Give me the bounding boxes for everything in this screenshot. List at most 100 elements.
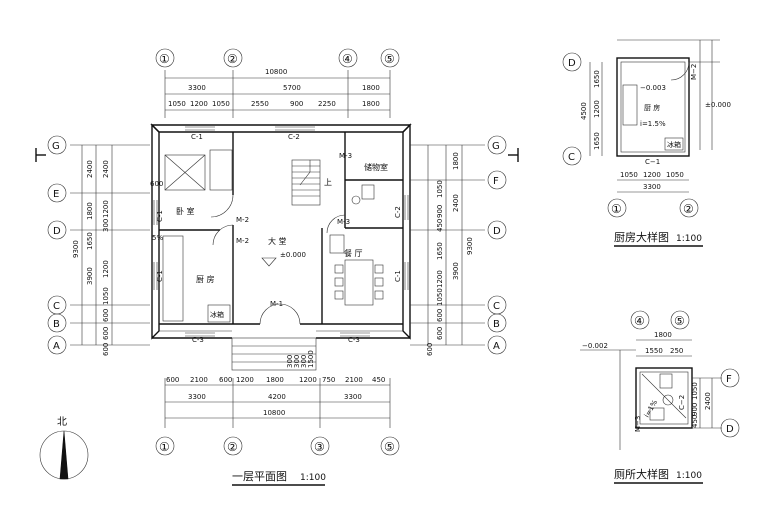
svg-text:2400: 2400 [102,160,110,178]
svg-text:1800: 1800 [266,376,284,384]
svg-text:1:100: 1:100 [676,471,702,481]
svg-text:1800: 1800 [654,331,672,339]
svg-text:C-1: C-1 [394,270,402,282]
svg-text:i=1%: i=1% [643,398,660,419]
bedroom-label: 卧 室 [176,206,195,216]
svg-text:A: A [53,341,60,352]
svg-text:10800: 10800 [263,409,285,417]
door-m1-left [259,303,281,325]
elevation-label: ±0.000 [280,251,306,259]
north-arrow: 北 [39,416,89,480]
svg-text:1200: 1200 [436,270,444,288]
svg-text:C-3: C-3 [192,336,204,344]
top-dimensions: 10800 3300 5700 1800 1050 1200 1050 2550… [164,68,391,118]
svg-text:300: 300 [300,355,308,368]
svg-text:4200: 4200 [268,393,286,401]
right-dimensions: 1800 2400 3900 1050 900 450 1650 1200 10… [410,144,485,356]
kitchen-detail-walls [616,57,690,157]
door-m3 [326,214,346,234]
hall-label: 大 堂 [268,236,287,246]
svg-text:450: 450 [691,415,699,428]
left-dimensions: 2400 1800 1650 3900 2400 1200 300 1200 1… [70,144,163,356]
svg-text:②: ② [227,440,238,454]
svg-text:4500: 4500 [580,102,588,120]
svg-text:④: ④ [342,52,353,66]
svg-text:900: 900 [436,205,444,218]
fridge-main [207,304,231,323]
svg-text:M−2: M−2 [690,64,698,80]
svg-text:E: E [53,189,59,200]
svg-text:−0.002: −0.002 [582,342,608,350]
svg-text:1050: 1050 [168,100,186,108]
svg-text:1050: 1050 [691,382,699,400]
toilet-detail-walls [635,367,693,429]
kitchen-detail-title: 厨房大样图 [614,230,669,244]
bottom-axis-bubbles: ① ② ③ ⑤ [155,436,400,456]
elevation-marker [261,257,277,267]
windows [153,126,409,337]
svg-text:冰箱: 冰箱 [667,140,681,149]
svg-text:5700: 5700 [283,84,301,92]
svg-text:1650: 1650 [593,132,601,150]
svg-text:1650: 1650 [86,232,94,250]
svg-text:M−3: M−3 [634,416,642,432]
toilet-fixture [361,184,375,200]
svg-text:−0.003: −0.003 [640,84,666,92]
svg-text:1800: 1800 [452,152,460,170]
svg-text:①: ① [159,52,170,66]
left-axis-bubbles: G E D C B A [35,135,67,355]
svg-text:1050: 1050 [102,287,110,305]
svg-text:2400: 2400 [452,194,460,212]
svg-text:1200: 1200 [593,100,601,118]
svg-text:M-1: M-1 [270,300,283,308]
dining-table [344,259,374,306]
wall-top [150,124,412,133]
svg-text:1200: 1200 [643,171,661,179]
kitchen-label: 厨 房 [196,274,215,284]
door-m2-kitchen [212,224,234,246]
wardrobe [209,149,233,191]
svg-text:M-3: M-3 [337,218,350,226]
svg-text:900: 900 [691,403,699,416]
svg-text:i=1.5%: i=1.5% [640,120,666,128]
bed [164,154,206,191]
svg-text:B: B [53,319,60,330]
wall-left [151,123,160,340]
svg-text:600: 600 [102,343,110,356]
svg-text:900: 900 [290,100,303,108]
svg-text:600: 600 [436,327,444,340]
svg-text:D: D [726,424,734,435]
storage-label: 储物室 [364,162,388,172]
svg-text:C-3: C-3 [348,336,360,344]
svg-text:C: C [493,301,500,312]
svg-text:750: 750 [322,376,335,384]
svg-text:600: 600 [436,309,444,322]
kitchen-detail: 冰箱 厨 房 i=1.5% −0.003 ±0.000 C−1 M−2 1650… [562,39,731,247]
kitchen-counter [162,235,184,322]
svg-text:600: 600 [426,343,434,356]
up-label: 上 [324,178,332,187]
svg-text:450: 450 [372,376,385,384]
main-plan-scale: 1:100 [300,473,326,483]
svg-text:1050: 1050 [666,171,684,179]
svg-text:G: G [492,141,500,152]
svg-text:3900: 3900 [86,267,94,285]
door-m2-bedroom [210,194,234,218]
toilet-detail-title: 厕所大样图 [614,467,669,481]
svg-text:10800: 10800 [265,68,287,76]
svg-text:1200: 1200 [102,200,110,218]
svg-text:C−1: C−1 [645,158,660,166]
svg-text:1800: 1800 [362,100,380,108]
svg-text:2400: 2400 [704,392,712,410]
floor-drain [351,195,361,205]
svg-text:1650: 1650 [593,70,601,88]
svg-text:9300: 9300 [72,240,80,258]
main-plan: 上 冰箱 [35,48,519,486]
svg-text:1200: 1200 [299,376,317,384]
svg-text:1050: 1050 [436,288,444,306]
svg-text:C: C [568,152,575,163]
svg-text:2100: 2100 [190,376,208,384]
right-axis-bubbles: G F D C B A [487,135,519,355]
svg-text:3300: 3300 [344,393,362,401]
